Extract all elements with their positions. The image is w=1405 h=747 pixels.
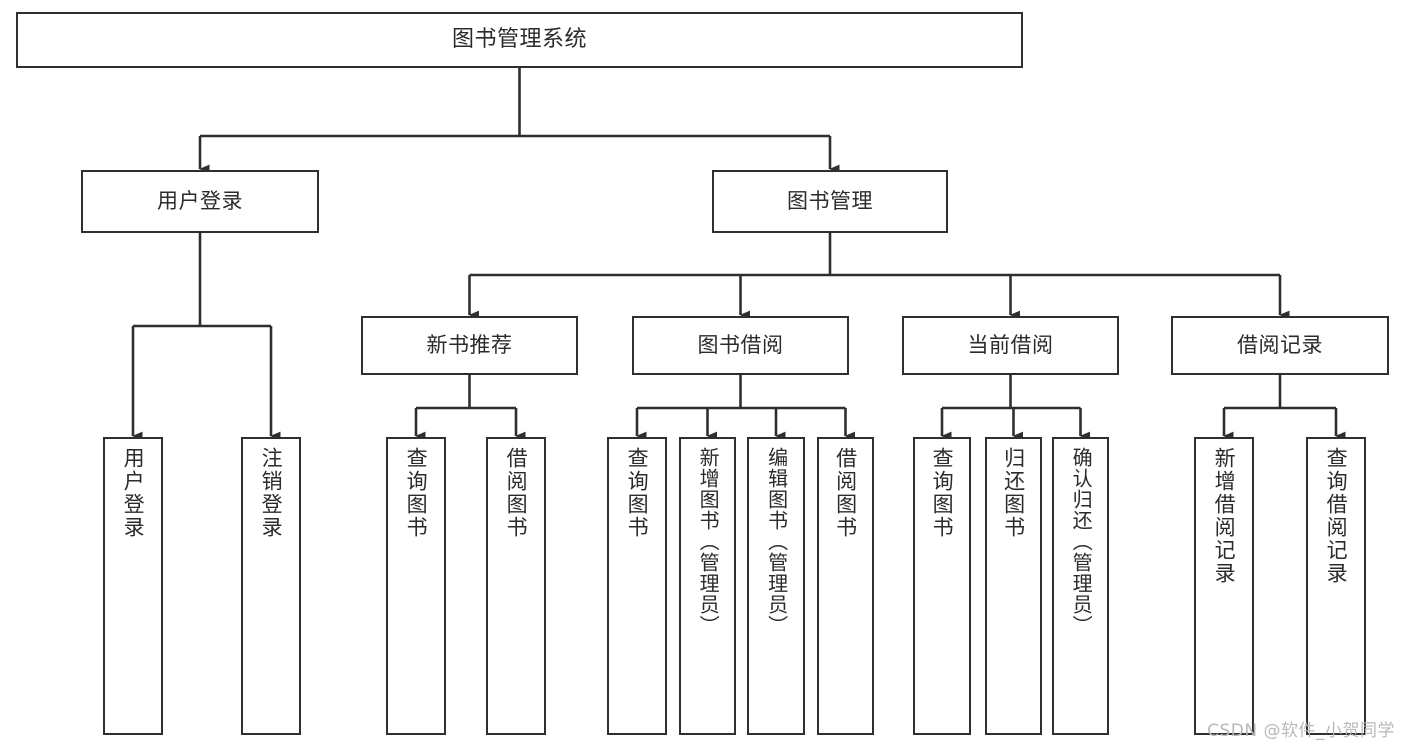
node-new-book-recommend[interactable]: 新书推荐 [361,316,578,375]
node-root[interactable]: 图书管理系统 [16,12,1023,68]
node-leaf-query-record[interactable]: 查询借阅记录 [1306,437,1366,735]
node-book-manage[interactable]: 图书管理 [712,170,948,233]
node-leaf-user-login[interactable]: 用户登录 [103,437,163,735]
node-label-borrow-record: 借阅记录 [1237,332,1323,357]
watermark-label: CSDN @软件_小贺同学 [1207,721,1395,741]
node-label-leaf-edit-book: 编辑图书（管理员） [764,447,789,636]
node-current-borrow[interactable]: 当前借阅 [902,316,1119,375]
node-label-leaf-query-book-3: 查询图书 [930,447,955,539]
node-label-leaf-query-record: 查询借阅记录 [1324,447,1349,585]
node-leaf-borrow-book-2[interactable]: 借阅图书 [817,437,874,735]
node-leaf-user-logout[interactable]: 注销登录 [241,437,301,735]
node-label-leaf-query-book-2: 查询图书 [625,447,650,539]
node-label-leaf-borrow-book-1: 借阅图书 [504,447,529,539]
node-leaf-confirm-return[interactable]: 确认归还（管理员） [1052,437,1109,735]
node-leaf-add-book[interactable]: 新增图书（管理员） [679,437,736,735]
node-label-leaf-user-login: 用户登录 [121,447,146,539]
node-label-book-borrow: 图书借阅 [697,332,784,357]
node-label-book-manage: 图书管理 [787,188,873,213]
node-label-leaf-query-book-1: 查询图书 [404,447,429,539]
node-leaf-add-record[interactable]: 新增借阅记录 [1194,437,1254,735]
node-borrow-record[interactable]: 借阅记录 [1171,316,1389,375]
node-leaf-query-book-2[interactable]: 查询图书 [607,437,667,735]
node-leaf-borrow-book-1[interactable]: 借阅图书 [486,437,546,735]
node-label-new-book-recommend: 新书推荐 [426,332,513,357]
node-leaf-edit-book[interactable]: 编辑图书（管理员） [747,437,805,735]
node-label-leaf-add-record: 新增借阅记录 [1212,447,1237,585]
node-leaf-query-book-3[interactable]: 查询图书 [913,437,971,735]
node-label-user-login: 用户登录 [157,188,243,213]
node-user-login[interactable]: 用户登录 [81,170,319,233]
node-label-root: 图书管理系统 [451,26,587,52]
node-leaf-return-book[interactable]: 归还图书 [985,437,1042,735]
node-label-current-borrow: 当前借阅 [967,332,1054,357]
node-label-leaf-user-logout: 注销登录 [259,447,284,539]
node-label-leaf-borrow-book-2: 借阅图书 [833,447,858,539]
edge-paths [131,68,1346,441]
node-label-leaf-return-book: 归还图书 [1001,447,1026,539]
node-label-leaf-add-book: 新增图书（管理员） [696,447,721,636]
node-leaf-query-book-1[interactable]: 查询图书 [386,437,446,735]
node-book-borrow[interactable]: 图书借阅 [632,316,849,375]
node-label-leaf-confirm-return: 确认归还（管理员） [1069,447,1094,636]
